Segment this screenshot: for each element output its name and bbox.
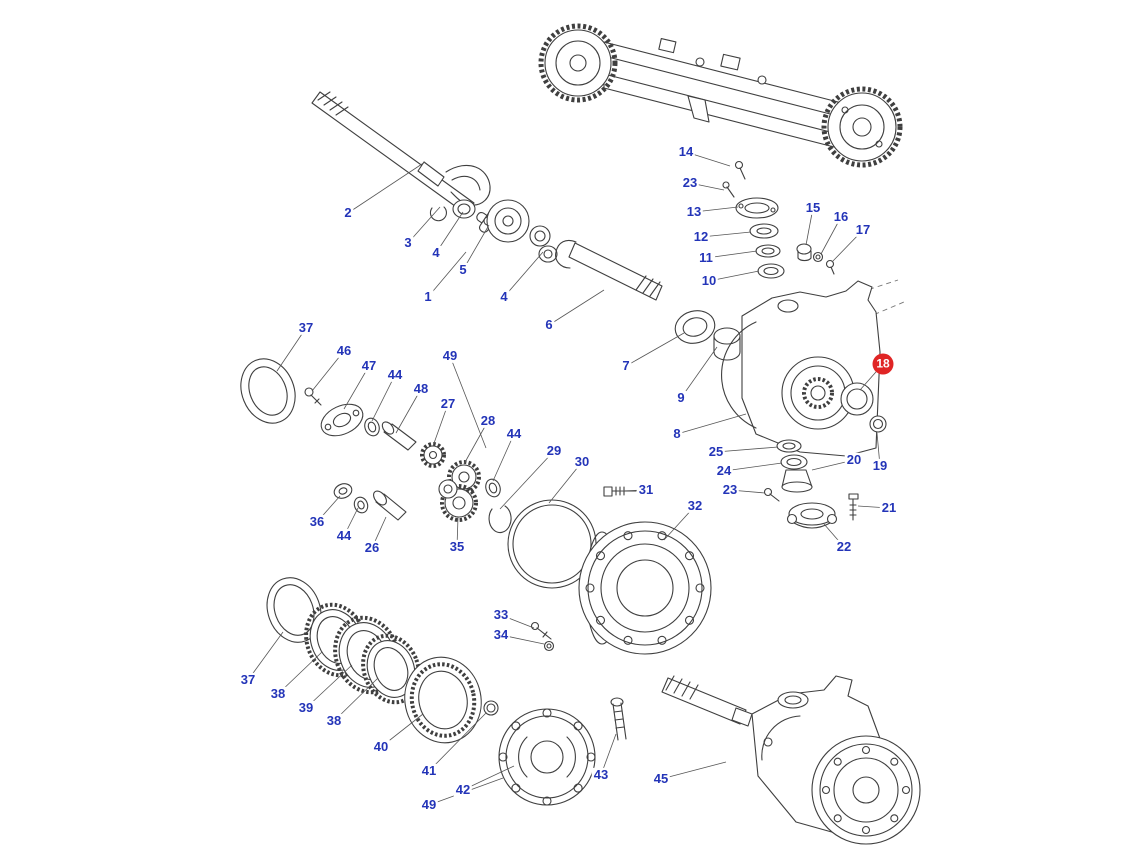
callout-40[interactable]: 40 xyxy=(371,738,391,755)
callout-3[interactable]: 3 xyxy=(402,234,414,251)
callout-49[interactable]: 49 xyxy=(440,347,460,364)
callout-10[interactable]: 10 xyxy=(699,272,719,289)
callout-48[interactable]: 48 xyxy=(411,380,431,397)
callout-12[interactable]: 12 xyxy=(691,228,711,245)
callout-18[interactable]: 18 xyxy=(872,353,894,375)
callout-29[interactable]: 29 xyxy=(544,442,564,459)
callout-14[interactable]: 14 xyxy=(676,143,696,160)
callout-46[interactable]: 46 xyxy=(334,342,354,359)
callout-16[interactable]: 16 xyxy=(831,208,851,225)
callout-19[interactable]: 19 xyxy=(870,457,890,474)
callout-20[interactable]: 20 xyxy=(844,451,864,468)
callout-49[interactable]: 49 xyxy=(419,796,439,813)
callout-33[interactable]: 33 xyxy=(491,606,511,623)
callout-47[interactable]: 47 xyxy=(359,357,379,374)
callout-26[interactable]: 26 xyxy=(362,539,382,556)
callout-44[interactable]: 44 xyxy=(504,425,524,442)
callout-31[interactable]: 31 xyxy=(636,481,656,498)
callout-7[interactable]: 7 xyxy=(620,357,632,374)
callout-34[interactable]: 34 xyxy=(491,626,511,643)
callout-5[interactable]: 5 xyxy=(457,261,469,278)
callout-9[interactable]: 9 xyxy=(675,389,687,406)
callout-27[interactable]: 27 xyxy=(438,395,458,412)
callout-23[interactable]: 23 xyxy=(680,174,700,191)
callout-22[interactable]: 22 xyxy=(834,538,854,555)
callout-24[interactable]: 24 xyxy=(714,462,734,479)
axle-shaft-drawing xyxy=(311,91,663,301)
callout-17[interactable]: 17 xyxy=(853,221,873,238)
callout-36[interactable]: 36 xyxy=(307,513,327,530)
callout-38[interactable]: 38 xyxy=(324,712,344,729)
callout-25[interactable]: 25 xyxy=(706,443,726,460)
callout-39[interactable]: 39 xyxy=(296,699,316,716)
callout-35[interactable]: 35 xyxy=(447,538,467,555)
callout-38[interactable]: 38 xyxy=(268,685,288,702)
callout-37[interactable]: 37 xyxy=(296,319,316,336)
callout-32[interactable]: 32 xyxy=(685,497,705,514)
callout-8[interactable]: 8 xyxy=(671,425,683,442)
callout-43[interactable]: 43 xyxy=(591,766,611,783)
callout-2[interactable]: 2 xyxy=(342,204,354,221)
callout-13[interactable]: 13 xyxy=(684,203,704,220)
callout-37[interactable]: 37 xyxy=(238,671,258,688)
callout-11[interactable]: 11 xyxy=(697,249,715,266)
callout-44[interactable]: 44 xyxy=(334,527,354,544)
callout-45[interactable]: 45 xyxy=(651,770,671,787)
callout-4[interactable]: 4 xyxy=(430,244,442,261)
steering-knuckle-parts-drawing xyxy=(674,160,905,529)
callout-15[interactable]: 15 xyxy=(803,199,823,216)
callout-44[interactable]: 44 xyxy=(385,366,405,383)
callout-23[interactable]: 23 xyxy=(720,481,740,498)
callout-41[interactable]: 41 xyxy=(419,762,439,779)
callout-21[interactable]: 21 xyxy=(879,499,899,516)
callout-1[interactable]: 1 xyxy=(422,288,434,305)
callout-6[interactable]: 6 xyxy=(543,316,555,333)
axle-housing-drawing xyxy=(538,23,903,168)
planetary-gear-parts-drawing xyxy=(266,577,627,806)
swivel-housing-parts-drawing xyxy=(240,358,637,652)
callout-4[interactable]: 4 xyxy=(498,288,510,305)
callout-42[interactable]: 42 xyxy=(453,781,473,798)
callout-28[interactable]: 28 xyxy=(478,412,498,429)
callout-30[interactable]: 30 xyxy=(572,453,592,470)
assembled-knuckle-drawing xyxy=(661,675,921,845)
hub-drawing xyxy=(578,521,712,655)
